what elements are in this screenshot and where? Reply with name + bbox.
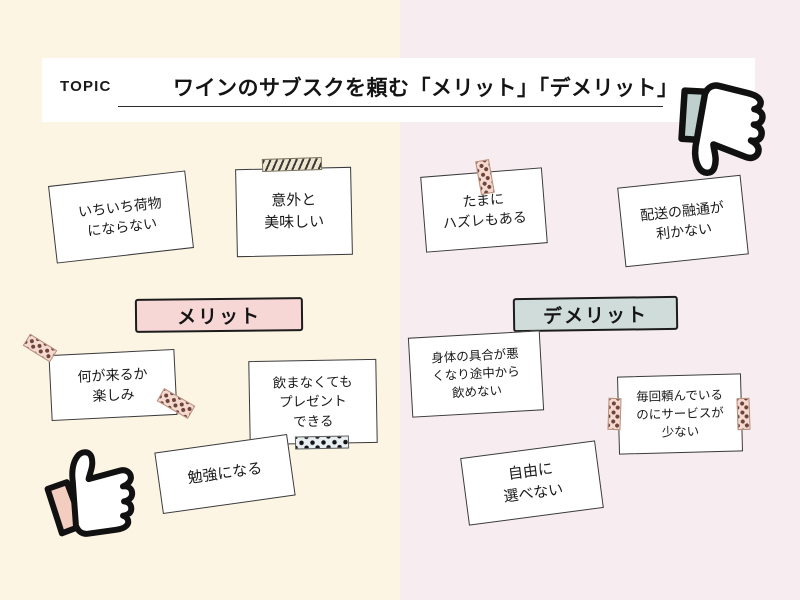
header-divider bbox=[118, 106, 663, 107]
washi-tape-dotted-pink-4 bbox=[607, 397, 622, 431]
demerit-badge: デメリット bbox=[512, 295, 679, 333]
merit-badge: メリット bbox=[134, 297, 304, 333]
merit-card-2-text: 意外と 美味しい bbox=[264, 191, 325, 232]
demerit-card-4: 毎回頼んでいる のにサービスが 少ない bbox=[617, 373, 743, 455]
demerit-card-4-text: 毎回頼んでいる のにサービスが 少ない bbox=[635, 387, 724, 440]
washi-tape-dotted-pink-5 bbox=[736, 397, 751, 431]
merit-badge-label: メリット bbox=[176, 306, 262, 328]
demerit-card-5-text: 自由に 選べない bbox=[502, 460, 565, 506]
washi-tape-striped-1 bbox=[261, 156, 323, 173]
merit-card-3-text: 何が来るか 楽しみ bbox=[77, 365, 148, 405]
washi-tape-dotted-black-1 bbox=[294, 435, 350, 450]
demerit-card-3-text: 身体の具合が悪 くなり途中から 飲めない bbox=[430, 346, 521, 401]
merit-card-4: 飲まなくても プレゼント できる bbox=[248, 358, 378, 446]
merit-card-2: 意外と 美味しい bbox=[235, 166, 353, 258]
merit-card-1-text: いちいち荷物 にならない bbox=[77, 194, 163, 239]
demerit-card-3: 身体の具合が悪 くなり途中から 飲めない bbox=[407, 330, 545, 418]
merit-card-5-text: 勉強になる bbox=[186, 459, 264, 488]
merit-card-1: いちいち荷物 にならない bbox=[48, 170, 194, 264]
merit-card-3: 何が来るか 楽しみ bbox=[48, 348, 178, 422]
thumbs-down-icon bbox=[649, 70, 783, 198]
topic-label: TOPIC bbox=[60, 78, 112, 95]
merit-card-4-text: 飲まなくても プレゼント できる bbox=[272, 373, 353, 430]
page-title: ワインのサブスクを頼む「メリット」「デメリット」 bbox=[173, 77, 679, 100]
demerit-badge-label: デメリット bbox=[542, 304, 649, 328]
demerit-card-2-text: 配送の融通が 利かない bbox=[639, 198, 725, 242]
header-band bbox=[42, 58, 755, 122]
thumbs-up-icon bbox=[32, 436, 148, 542]
